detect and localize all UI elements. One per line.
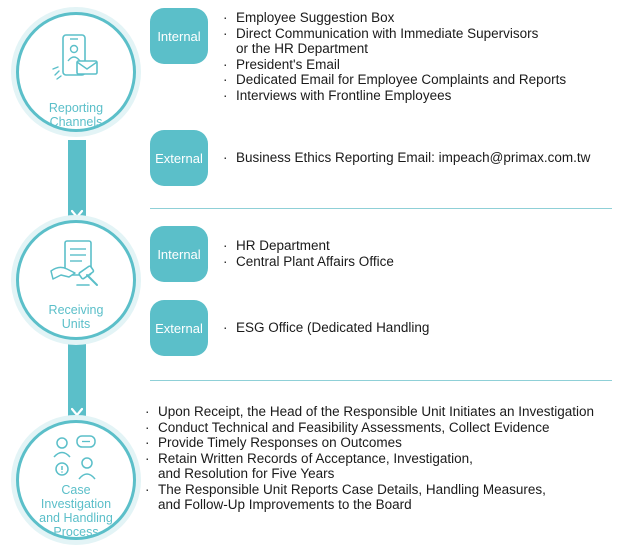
list-item: The Responsible Unit Reports Case Detail…: [144, 482, 594, 513]
list-item: Interviews with Frontline Employees: [222, 88, 566, 104]
stage-reporting-channels: Reporting Channels: [16, 12, 136, 132]
list-item: Business Ethics Reporting Email: impeach…: [222, 150, 590, 166]
receiving-internal-list: HR Department Central Plant Affairs Offi…: [222, 238, 394, 269]
list-item: President's Email: [222, 57, 566, 73]
stage-label: Case Investigation and Handling Process: [39, 483, 113, 539]
flow-connector-2: [68, 338, 86, 422]
stage-label: Receiving Units: [48, 303, 104, 331]
list-item: Central Plant Affairs Office: [222, 254, 394, 270]
list-item: ESG Office (Dedicated Handling: [222, 320, 429, 336]
list-item: Direct Communication with Immediate Supe…: [222, 26, 566, 57]
down-arrow-icon: [71, 407, 83, 417]
reporting-external-list: Business Ethics Reporting Email: impeach…: [222, 150, 590, 166]
process-steps-list: Upon Receipt, the Head of the Responsibl…: [144, 404, 594, 513]
list-item: Retain Written Records of Acceptance, In…: [144, 451, 594, 482]
flow-connector-1: [68, 140, 86, 224]
list-item: Conduct Technical and Feasibility Assess…: [144, 420, 594, 436]
receiving-internal-badge: Internal: [150, 226, 208, 282]
section-divider: [150, 208, 612, 209]
receiving-external-badge: External: [150, 300, 208, 356]
stage-case-investigation: Case Investigation and Handling Process: [16, 420, 136, 540]
list-item: Employee Suggestion Box: [222, 10, 566, 26]
list-item: Provide Timely Responses on Outcomes: [144, 435, 594, 451]
list-item: Dedicated Email for Employee Complaints …: [222, 72, 566, 88]
receiving-external-list: ESG Office (Dedicated Handling: [222, 320, 429, 336]
down-arrow-icon: [71, 209, 83, 219]
list-item: HR Department: [222, 238, 394, 254]
list-item: Upon Receipt, the Head of the Responsibl…: [144, 404, 594, 420]
section-divider: [150, 380, 612, 381]
stage-receiving-units: Receiving Units: [16, 220, 136, 340]
people-discussion-icon: [53, 435, 96, 480]
stage-label: Reporting Channels: [48, 101, 104, 129]
phone-mail-icon: [52, 34, 98, 80]
reporting-internal-list: Employee Suggestion Box Direct Communica…: [222, 10, 566, 103]
reporting-internal-badge: Internal: [150, 8, 208, 64]
reporting-external-badge: External: [150, 130, 208, 186]
document-gavel-icon: [50, 240, 98, 286]
